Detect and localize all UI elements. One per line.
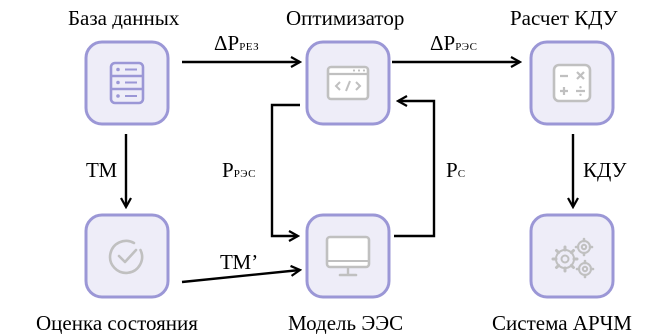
- node-title-database: База данных: [68, 6, 180, 30]
- edge-model-to-optimizer: [394, 101, 436, 238]
- edge-label-main: ΔP: [430, 31, 456, 55]
- edge-label-main: P: [222, 158, 234, 182]
- edge-label-sub: С: [457, 168, 466, 180]
- node-optimizer: [305, 40, 391, 126]
- node-title-optimizer: Оптимизатор: [286, 6, 405, 30]
- node-title-kdu-calc: Расчет КДУ: [510, 6, 618, 30]
- node-title-archm-system: Система АРЧМ: [492, 311, 632, 335]
- edge-label-sub: РЕЗ: [239, 41, 260, 53]
- node-title-ees-model: Модель ЭЭС: [288, 311, 404, 335]
- edge-label-db-to-state: ТМ: [86, 158, 118, 182]
- node-archm-system: [529, 213, 615, 299]
- check-circle-icon: [84, 213, 170, 299]
- edge-state-to-model: [181, 270, 300, 284]
- calculator-icon: [529, 40, 615, 126]
- gears-icon: [529, 213, 615, 299]
- node-state-estimation: [84, 213, 170, 299]
- node-kdu-calc: [529, 40, 615, 126]
- edge-label-kdu-to-archm: КДУ: [583, 158, 627, 182]
- edge-label-main: P: [446, 158, 458, 182]
- edge-label-state-to-model: ТМ’: [220, 250, 259, 274]
- monitor-icon: [305, 213, 391, 299]
- node-database: [84, 40, 170, 126]
- edge-label-db-to-optimizer: ΔPРЕЗ: [214, 33, 259, 54]
- edge-label-optimizer-to-model: PРЭС: [222, 160, 256, 181]
- node-ees-model: [305, 213, 391, 299]
- node-title-state-estimation: Оценка состояния: [36, 311, 198, 335]
- edge-label-optimizer-to-kdu: ΔPРЭС: [430, 33, 477, 54]
- server-icon: [84, 40, 170, 126]
- edge-optimizer-to-model: [270, 103, 300, 236]
- edge-label-sub: РЭС: [455, 41, 478, 53]
- code-window-icon: [305, 40, 391, 126]
- edge-label-model-to-optimizer: PС: [446, 160, 466, 181]
- edge-label-sub: РЭС: [233, 168, 256, 180]
- edge-label-main: ΔP: [214, 31, 240, 55]
